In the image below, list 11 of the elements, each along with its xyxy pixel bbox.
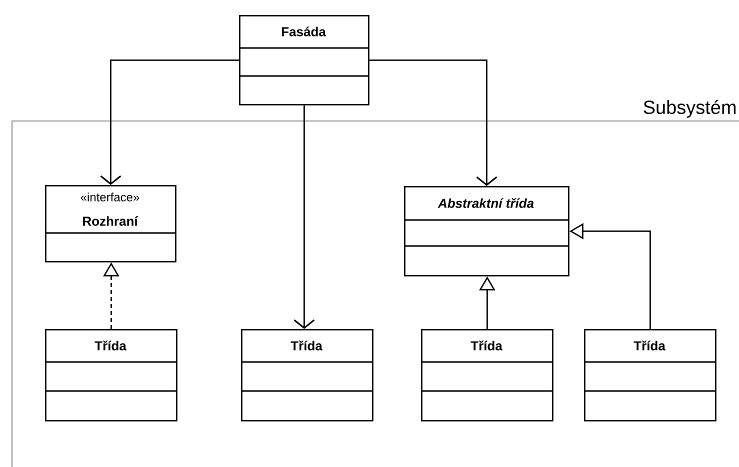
association-arrow	[369, 60, 498, 186]
association-arrow	[294, 105, 315, 329]
class-box: «interface» Rozhraní	[45, 185, 176, 262]
association-arrow	[100, 60, 239, 185]
class-box: Třída	[421, 329, 554, 422]
class-box: Třída	[45, 329, 178, 422]
class-box: Třída	[584, 329, 716, 422]
class-box: Fasáda	[239, 15, 370, 106]
frame-label: Subsystém	[644, 100, 736, 118]
class-box: Třída	[241, 329, 374, 422]
class-box: Abstraktní třída	[404, 186, 570, 276]
